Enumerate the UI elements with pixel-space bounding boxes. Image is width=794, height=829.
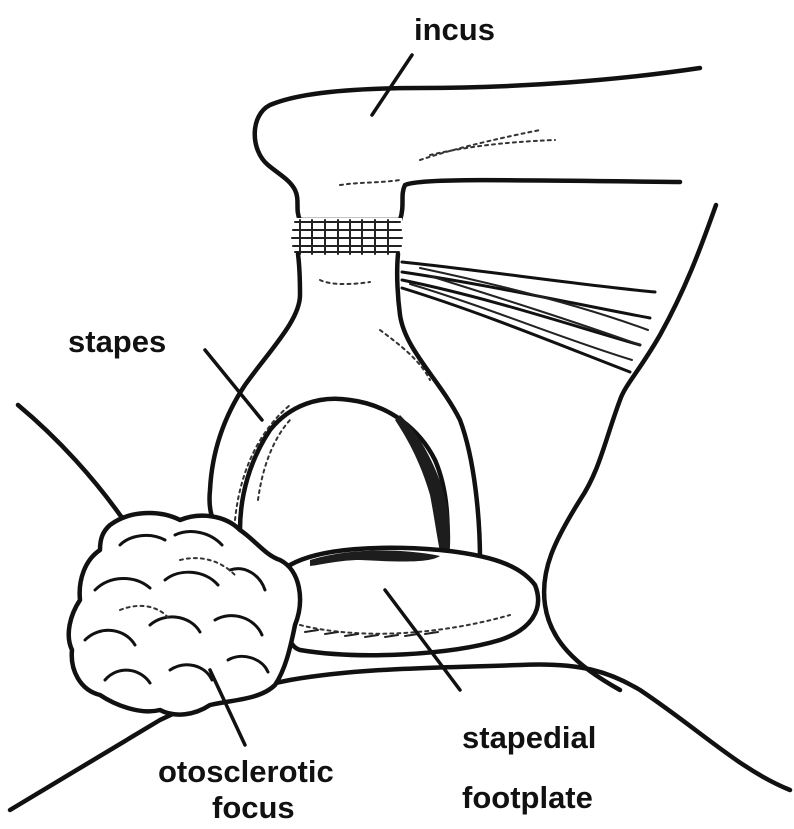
incudostapedial-joint [292, 218, 402, 254]
label-otosclerotic-line1: otosclerotic [158, 754, 334, 789]
label-incus: incus [414, 12, 495, 47]
leader-stapes [205, 350, 262, 420]
label-stapes: stapes [68, 324, 166, 359]
label-footplate-line2: footplate [462, 780, 593, 815]
label-footplate-line1: stapedial [462, 720, 596, 755]
stapedius-tendon [402, 262, 655, 372]
incus-bone [255, 68, 700, 220]
otosclerotic-focus-mass [69, 513, 300, 715]
label-otosclerotic-line2: focus [212, 790, 295, 825]
